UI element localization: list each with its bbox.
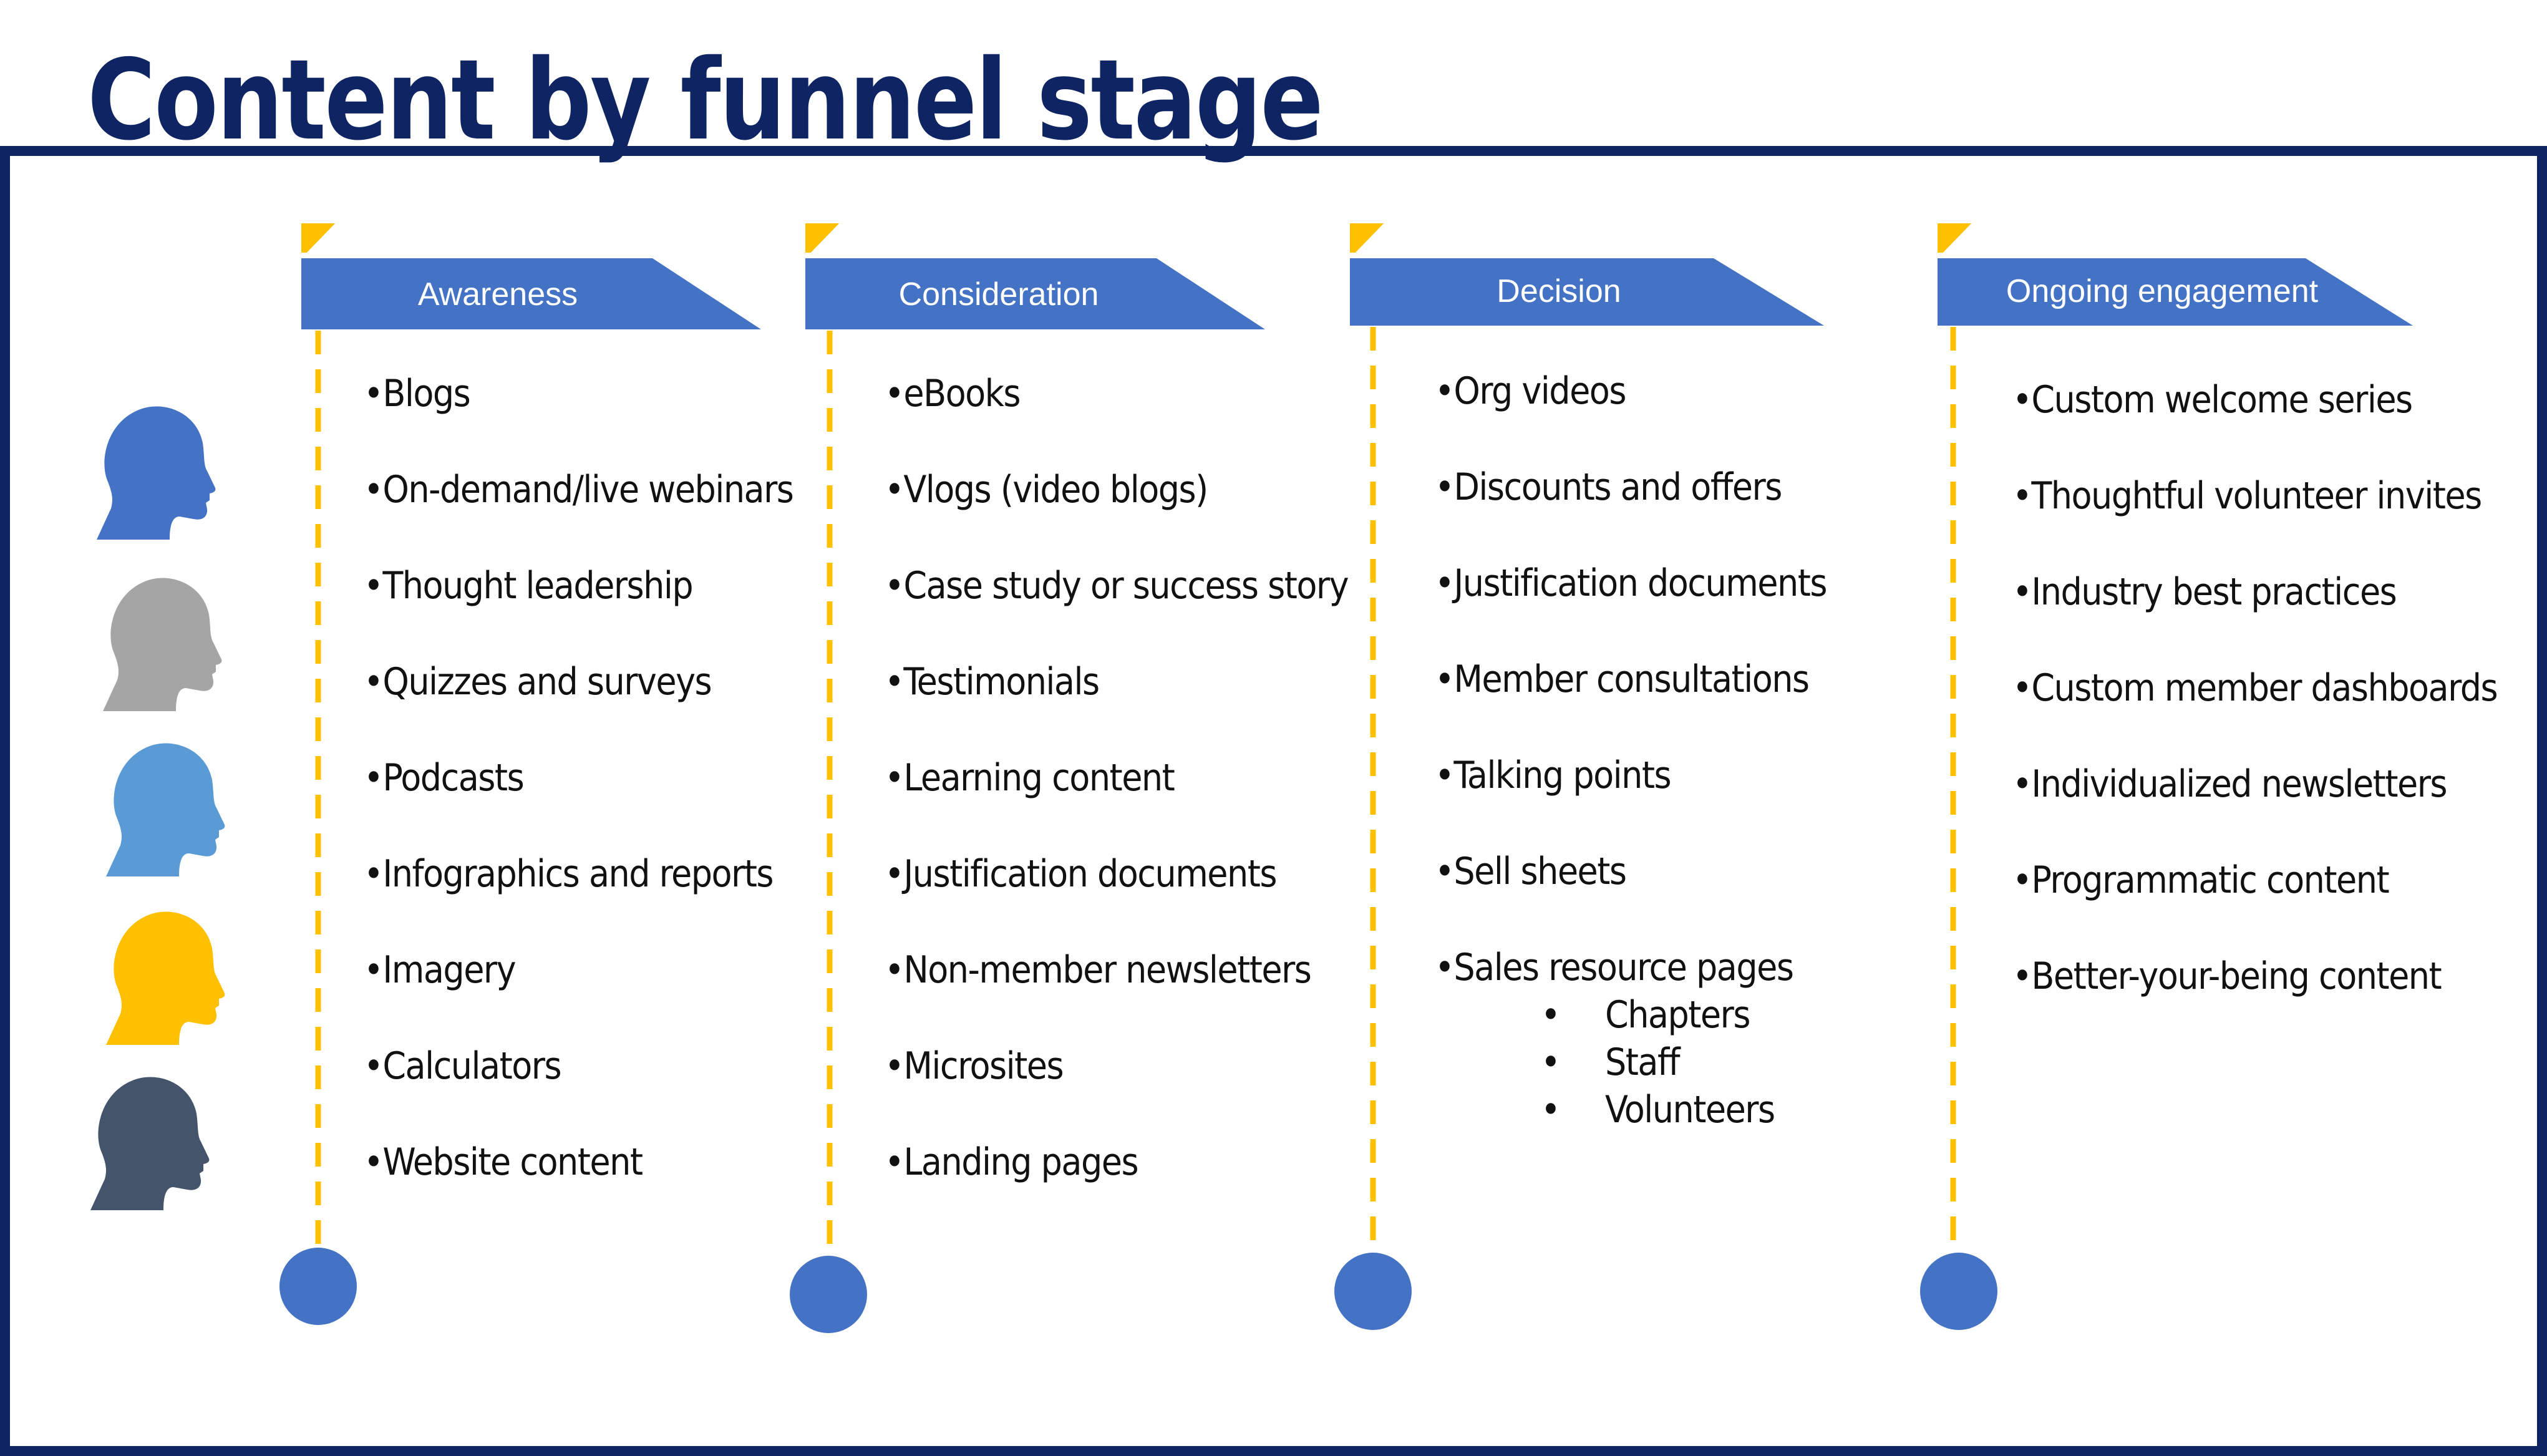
stage-label: Ongoing engagement bbox=[2006, 273, 2319, 309]
list-item: •Thoughtful volunteer invites bbox=[2012, 474, 2482, 518]
sub-bullet: • bbox=[1541, 1041, 1561, 1084]
head-profile-icon bbox=[106, 743, 225, 876]
flag-banner-icon bbox=[1350, 218, 1824, 326]
stage-column-decision: Decision •Org videos •Discounts and offe… bbox=[1334, 218, 1949, 1341]
list-item: •Infographics and reports bbox=[364, 852, 774, 896]
list-item: •Individualized newsletters bbox=[2012, 762, 2448, 806]
stage-end-dot bbox=[279, 1248, 357, 1325]
list-item: •Industry best practices bbox=[2012, 570, 2397, 614]
list-item: •Custom member dashboards bbox=[2012, 666, 2498, 710]
dashed-connector bbox=[315, 331, 321, 1245]
flag-banner-icon bbox=[301, 218, 761, 329]
list-item: •Blogs bbox=[364, 372, 471, 415]
head-profile-icon bbox=[106, 911, 225, 1045]
stage-column-awareness: Awareness •Blogs •On-demand/live webinar… bbox=[279, 218, 900, 1341]
list-item: •Website content bbox=[364, 1140, 643, 1184]
sub-item-label: Staff bbox=[1605, 1041, 1680, 1084]
list-item: •Thought leadership bbox=[364, 564, 694, 608]
sub-item-label: Chapters bbox=[1605, 993, 1750, 1037]
list-item: •Case study or success story bbox=[885, 564, 1349, 608]
sub-bullet: • bbox=[1541, 993, 1561, 1037]
dashed-connector bbox=[1950, 327, 1956, 1247]
list-item: •eBooks bbox=[885, 372, 1021, 415]
stage-end-dot bbox=[790, 1256, 867, 1333]
list-item: •Org videos bbox=[1435, 369, 1626, 413]
dashed-connector bbox=[1370, 327, 1376, 1247]
list-item: •Quizzes and surveys bbox=[364, 660, 712, 704]
list-item: •Better-your-being content bbox=[2012, 954, 2442, 998]
head-profile-icon bbox=[90, 1077, 210, 1210]
list-item: •Podcasts bbox=[364, 756, 525, 800]
list-item: •Talking points bbox=[1435, 754, 1672, 797]
content-list: •Org videos •Discounts and offers •Justi… bbox=[1435, 369, 1828, 1135]
content-frame bbox=[0, 146, 2547, 1456]
sub-list-item: • Volunteers bbox=[1541, 1087, 1827, 1132]
list-item: •Learning content bbox=[885, 756, 1175, 800]
list-item: •On-demand/live webinars bbox=[364, 468, 794, 512]
content-list: •Blogs •On-demand/live webinars •Thought… bbox=[364, 371, 794, 1236]
flag-banner-icon bbox=[1938, 218, 2413, 326]
list-item: •Programmatic content bbox=[2012, 858, 2390, 902]
sub-list: • Chapters • Staff • Volunteers bbox=[1541, 993, 1827, 1132]
sub-item-label: Volunteers bbox=[1605, 1088, 1775, 1132]
sub-list-item: • Chapters bbox=[1541, 993, 1827, 1037]
dashed-connector bbox=[827, 331, 833, 1251]
list-item: •Vlogs (video blogs) bbox=[885, 468, 1208, 512]
list-item: •Justification documents bbox=[1435, 561, 1828, 605]
stage-column-consideration: Consideration •eBooks •Vlogs (video blog… bbox=[790, 218, 1404, 1341]
sub-list-item: • Staff bbox=[1541, 1040, 1827, 1085]
list-item: •Landing pages bbox=[885, 1140, 1139, 1184]
page-title: Content by funnel stage bbox=[87, 36, 1324, 165]
list-item: •Microsites bbox=[885, 1044, 1064, 1088]
list-item: •Testimonials bbox=[885, 660, 1100, 704]
head-profile-icon bbox=[97, 406, 216, 540]
sub-bullet: • bbox=[1541, 1088, 1561, 1132]
list-item: •Sales resource pages •Chapters •Staff •… bbox=[1435, 945, 1827, 1132]
stage-end-dot bbox=[1334, 1253, 1412, 1330]
list-item: •Justification documents bbox=[885, 852, 1278, 896]
head-profile-icon bbox=[103, 578, 222, 711]
stage-label: Decision bbox=[1497, 273, 1621, 309]
list-item: •Custom welcome series bbox=[2012, 378, 2413, 422]
list-item: •Member consultations bbox=[1435, 658, 1810, 701]
stage-label: Consideration bbox=[898, 276, 1099, 313]
list-item: •Discounts and offers bbox=[1435, 465, 1782, 509]
list-item: •Imagery bbox=[364, 948, 517, 992]
stage-end-dot bbox=[1920, 1253, 1997, 1330]
content-list: •eBooks •Vlogs (video blogs) •Case study… bbox=[885, 371, 1349, 1236]
content-list: •Custom welcome series •Thoughtful volun… bbox=[2012, 377, 2498, 1050]
flag-banner-icon bbox=[805, 218, 1265, 329]
list-item: •Sell sheets bbox=[1435, 850, 1627, 893]
stage-column-ongoing-engagement: Ongoing engagement •Custom welcome serie… bbox=[1920, 218, 2536, 1341]
stage-label: Awareness bbox=[417, 276, 578, 313]
list-item: •Non-member newsletters bbox=[885, 948, 1312, 992]
list-item: •Calculators bbox=[364, 1044, 562, 1088]
